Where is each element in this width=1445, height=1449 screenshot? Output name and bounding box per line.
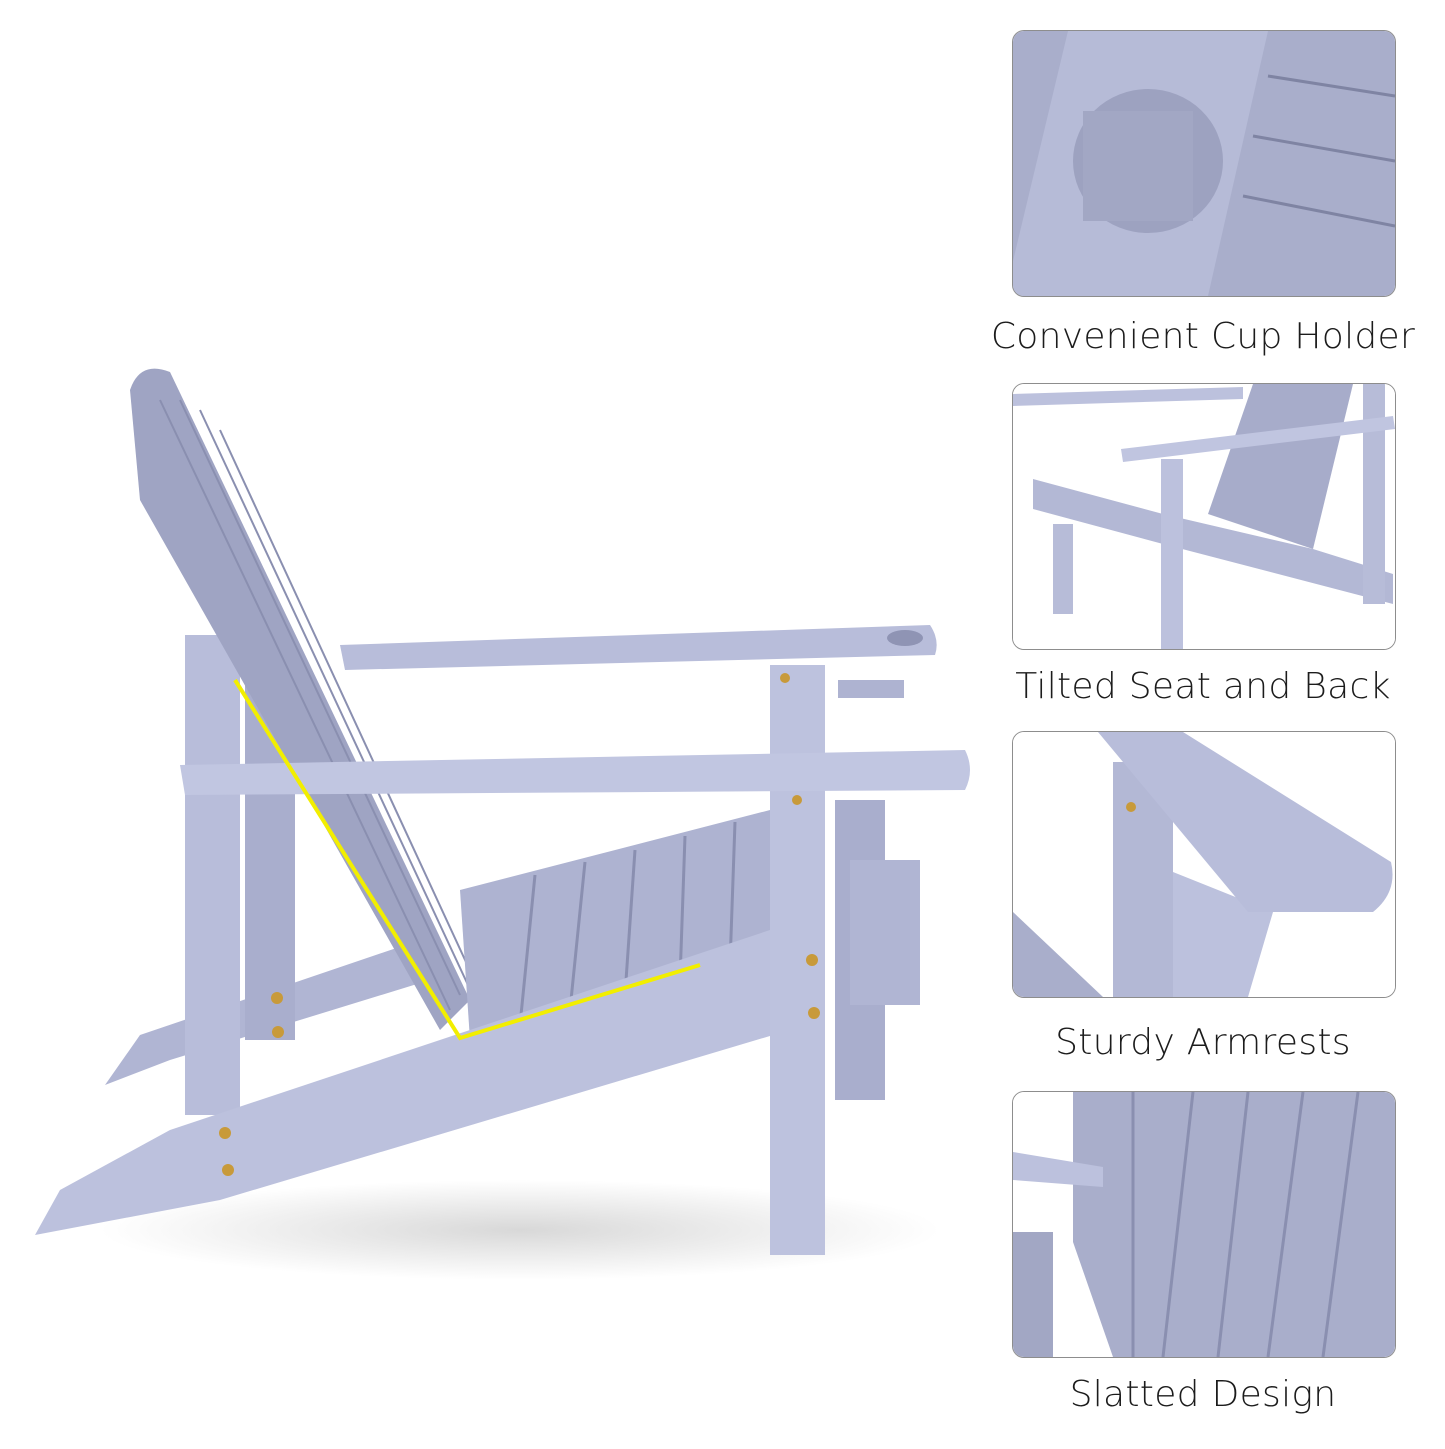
- feature-caption: Tilted Seat and Back: [1015, 666, 1391, 707]
- slatted-back-detail-icon: [1013, 1092, 1395, 1357]
- tilted-seat-detail-icon: [1013, 384, 1395, 649]
- chair-product-image: [35, 368, 970, 1280]
- feature-panel-slatted: [1012, 1091, 1396, 1358]
- feature-caption: Sturdy Armrests: [1055, 1022, 1351, 1063]
- armrest-detail-icon: [1013, 732, 1395, 997]
- feature-panel-armrests: [1012, 731, 1396, 998]
- feature-panel-tilted-seat: [1012, 383, 1396, 650]
- feature-caption: Convenient Cup Holder: [990, 316, 1416, 357]
- feature-panel-cup-holder: [1012, 30, 1396, 297]
- cup-holder-detail-icon: [1013, 31, 1395, 296]
- feature-caption: Slatted Design: [1069, 1374, 1337, 1415]
